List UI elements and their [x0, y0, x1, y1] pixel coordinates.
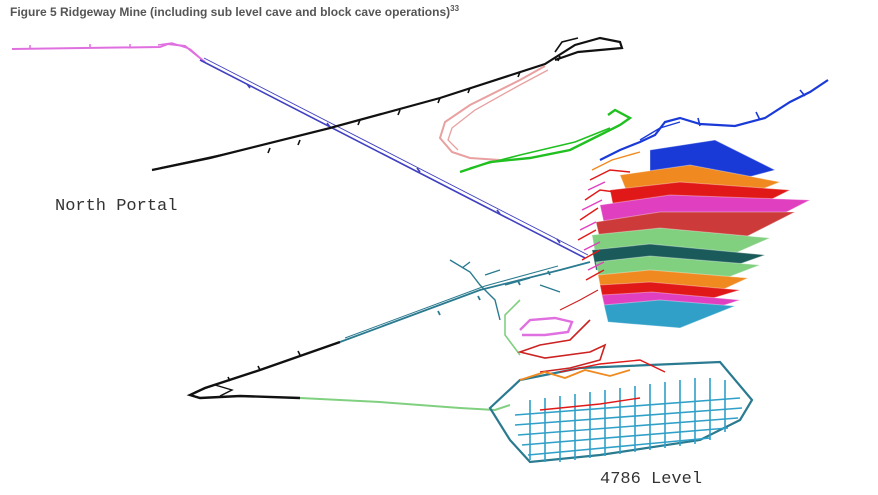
blue-upper-ramp: [599, 79, 829, 161]
green-ramp: [459, 108, 633, 174]
figure-title-text: Figure 5 Ridgeway Mine (including sub le…: [10, 5, 451, 19]
block-cave-orange-drives: [519, 369, 631, 381]
sub-level-cave-drives: [577, 151, 641, 281]
blue-decline-ramp: [199, 57, 589, 259]
block-cave-red-drives: [539, 359, 666, 411]
level-4786-label: 4786 Level: [600, 470, 703, 489]
north-portal-label: North Portal: [55, 197, 178, 216]
light-green-access: [299, 299, 521, 412]
sub-level-cave-stack: [591, 139, 812, 329]
teal-lower-decline: [339, 259, 591, 343]
footnote-reference: 33: [450, 4, 460, 13]
block-cave-drawpoint-grid: [514, 378, 743, 462]
red-spiral-ramp: [517, 289, 607, 373]
magenta-loop: [519, 316, 574, 337]
black-lower-decline: [186, 340, 341, 400]
figure-title: Figure 5 Ridgeway Mine (including sub le…: [10, 4, 459, 19]
black-upper-decline: [151, 36, 624, 172]
salmon-ramp: [438, 65, 549, 161]
pink-portal-access: [11, 42, 206, 63]
